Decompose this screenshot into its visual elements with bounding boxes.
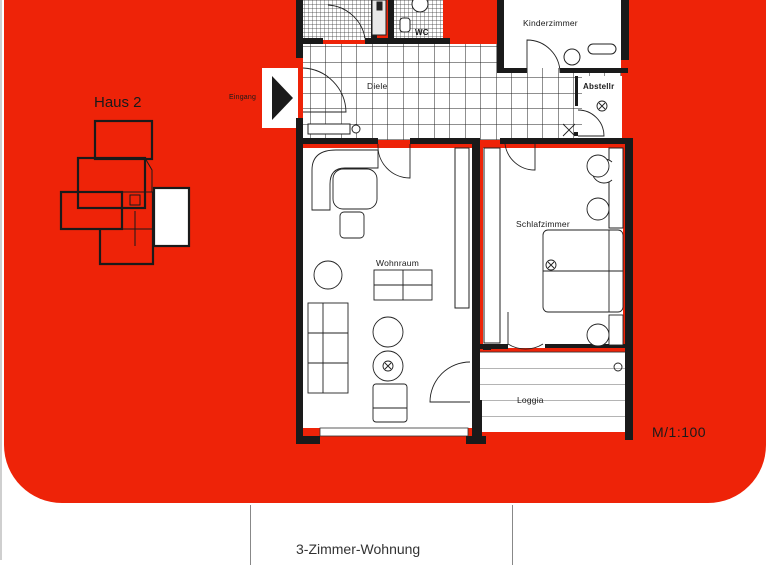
scale-label: M/1:100 [652,424,707,440]
footer-divider-right [512,505,513,565]
footer-divider-left [250,505,251,565]
room-label-eingang: Eingang [229,94,257,101]
room-label-wohnraum: Wohnraum [376,258,420,268]
site-plan-haus-2 [59,119,191,266]
room-label-abstellr: Abstellr [583,82,615,91]
room-label-loggia: Loggia [517,395,544,405]
page-edge [0,0,2,560]
room-label-kinderzimmer: Kinderzimmer [523,18,578,28]
apartment-type-label: 3-Zimmer-Wohnung [296,541,421,557]
room-label-schlafzimmer: Schlafzimmer [516,219,570,229]
room-label-diele: Diele [367,81,388,91]
room-label-wc: WC [415,28,429,37]
building-label: Haus 2 [94,94,142,111]
